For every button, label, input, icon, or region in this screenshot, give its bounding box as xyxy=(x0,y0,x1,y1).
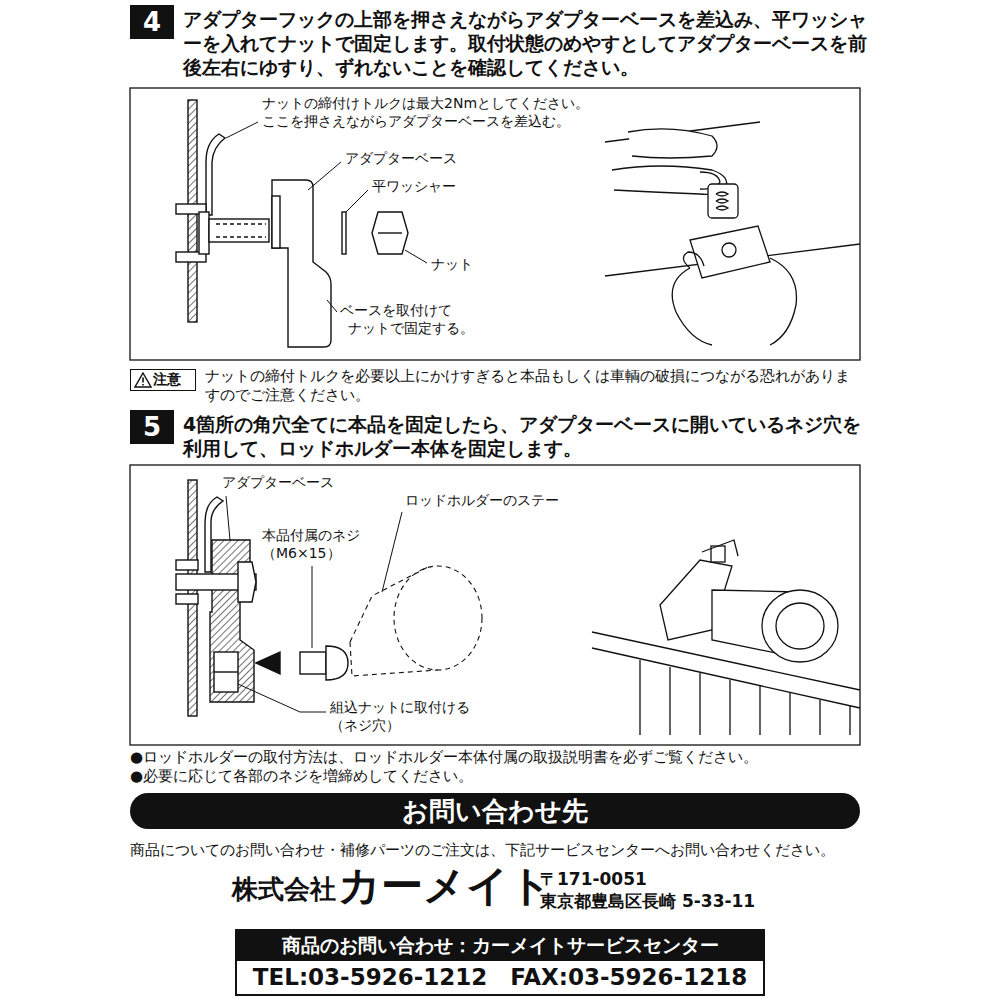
contact-heading: 商品のお問い合わせ：カーメイトサービスセンター xyxy=(282,933,719,959)
bullet-note: ●ロッドホルダーの取付方法は、ロッドホルダー本体付属の取扱説明書を必ずご覧くださ… xyxy=(130,748,758,767)
insert-arrow xyxy=(256,652,280,674)
screw-head xyxy=(326,646,348,680)
step-number: 4 xyxy=(130,5,174,39)
clip-plate xyxy=(176,560,198,570)
step-number-text: 4 xyxy=(143,7,161,37)
bolt-thread xyxy=(216,236,266,237)
step-number: 5 xyxy=(130,410,174,444)
rack-bars xyxy=(640,660,850,735)
leader-lines xyxy=(226,496,402,712)
spring xyxy=(716,192,728,210)
step-instruction: 4箇所の角穴全てに本品を固定したら、アダプターベースに開いているネジ穴を利用して… xyxy=(183,412,875,460)
leader-line xyxy=(226,122,258,138)
part-name: ナット xyxy=(431,256,473,274)
nut xyxy=(372,212,408,254)
clip-plate xyxy=(176,594,198,604)
address: 東京都豊島区長崎 5-33-11 xyxy=(540,891,755,912)
holder-tube-inner xyxy=(776,603,824,649)
note-text: ナットで固定する。 xyxy=(348,320,474,338)
leader-line xyxy=(327,300,337,312)
caution-text: ナットの締付トルクを必要以上にかけすぎると本品もしくは車輌の破損につながる恐れが… xyxy=(205,367,855,405)
flat-washer xyxy=(342,212,346,254)
warning-mark xyxy=(142,378,144,386)
contact-row: TEL:03-5926-1212 FAX:03-5926-1218 xyxy=(237,961,763,994)
part-name: 本品付属のネジ xyxy=(262,527,360,545)
note-text: ベースを取付けて xyxy=(340,302,452,320)
step-number-text: 5 xyxy=(143,412,161,442)
stay-ring xyxy=(394,566,482,670)
adapter-hook xyxy=(206,134,225,215)
part-name: アダプターベース xyxy=(222,474,334,492)
warning-triangle-outline xyxy=(135,373,151,387)
note-text: 組込ナットに取付ける xyxy=(330,699,470,717)
leader-line xyxy=(312,566,313,648)
panel-frame xyxy=(130,88,860,360)
postal-code: 〒171-0051 xyxy=(540,869,647,890)
leader-line xyxy=(238,684,326,712)
company-name: カーメイト xyxy=(338,860,552,913)
hand xyxy=(672,258,796,345)
part-name: 平ワッシャー xyxy=(372,178,456,196)
caution-badge: 注意 xyxy=(130,369,196,391)
holder-clip xyxy=(702,540,738,556)
part-name: ロッドホルダーのステー xyxy=(405,492,559,510)
screw-shank xyxy=(300,652,326,674)
embedded-nut xyxy=(214,652,238,692)
leader-line xyxy=(382,512,402,592)
thumb xyxy=(683,252,704,268)
holder-tube xyxy=(762,590,838,662)
company-prefix: 株式会社 xyxy=(232,873,336,906)
section-banner: お問い合わせ先 xyxy=(130,793,860,829)
bolt-thread xyxy=(216,223,266,224)
embedded-nut-edge xyxy=(214,671,238,672)
bracket xyxy=(690,226,770,278)
step-instruction: アダプターフックの上部を押さえながらアダプターベースを差込み、平ワッシャーを入れ… xyxy=(183,7,875,79)
warning-triangle xyxy=(134,372,152,388)
banner-title: お問い合わせ先 xyxy=(402,794,588,829)
adapter-base xyxy=(272,180,331,347)
leader-line xyxy=(405,250,427,263)
nut-edge xyxy=(378,232,402,233)
hand-picture xyxy=(605,122,860,345)
inquiry-text: 商品についてのお問い合わせ・補修パーツのご注文は、下記サービスセンターへお問い合… xyxy=(130,841,835,860)
section-view xyxy=(176,480,348,716)
stay-outline xyxy=(350,566,482,676)
phone-fax: TEL:03-5926-1212 FAX:03-5926-1218 xyxy=(253,962,747,993)
finger xyxy=(628,129,717,158)
leader-line xyxy=(226,496,230,540)
adapter-base-face xyxy=(272,196,280,248)
leader-line xyxy=(308,162,341,190)
bolt xyxy=(209,219,269,242)
rod-holder-picture xyxy=(592,540,860,735)
note-text: ナットの締付けトルクは最大2Nmとしてください。 xyxy=(262,95,589,113)
note-text: （ネジ穴） xyxy=(330,717,400,735)
note-text: ここを押さえながらアダプターベースを差込む。 xyxy=(262,113,570,131)
leader-line xyxy=(346,190,368,212)
hook-bar xyxy=(199,212,209,254)
clamp xyxy=(708,184,738,218)
bracket-hole xyxy=(722,243,736,257)
part-spec: （M6×15） xyxy=(262,545,341,563)
bullet-note: ●必要に応じて各部のネジを増締めしてください。 xyxy=(130,767,473,786)
panel-frame xyxy=(130,465,860,745)
contact-box: 商品のお問い合わせ：カーメイトサービスセンター TEL:03-5926-1212 … xyxy=(235,929,765,996)
stay-body xyxy=(350,642,438,676)
caution-word: 注意 xyxy=(153,371,181,389)
contact-header-band: 商品のお問い合わせ：カーメイトサービスセンター xyxy=(237,931,763,961)
stay-body xyxy=(350,566,430,642)
nut xyxy=(238,562,256,602)
part-name: アダプターベース xyxy=(345,150,457,168)
